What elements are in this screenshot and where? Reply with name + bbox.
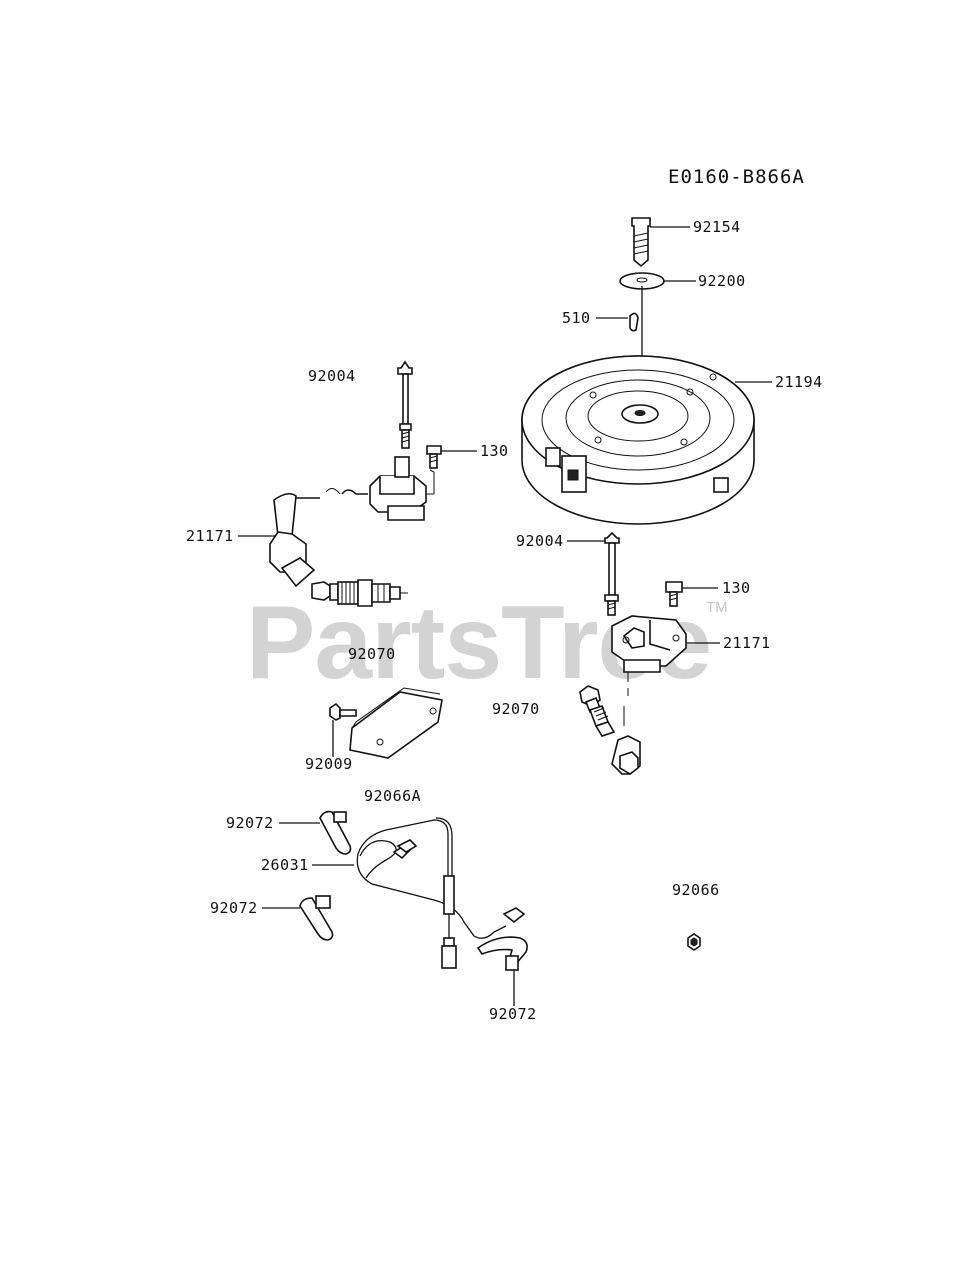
callout-130-left[interactable]: 130 (480, 442, 509, 460)
diagram-code: E0160-B866A (668, 166, 805, 188)
clamp-92072-top[interactable] (319, 810, 352, 855)
callout-92200[interactable]: 92200 (698, 272, 746, 290)
callout-21171-left[interactable]: 21171 (186, 527, 234, 545)
wiring-harness-26031[interactable] (356, 817, 526, 969)
callout-92072-bottom[interactable]: 92072 (489, 1005, 537, 1023)
stud-bolt-92004-left[interactable] (397, 360, 413, 449)
callout-130-right[interactable]: 130 (722, 579, 751, 597)
watermark-trademark: TM (706, 599, 728, 616)
bolt-130-right[interactable] (665, 581, 683, 607)
spark-plug-92070-right[interactable] (579, 685, 616, 737)
flywheel-21194[interactable] (521, 355, 755, 525)
callout-92154[interactable]: 92154 (693, 218, 741, 236)
ignition-coil-21171-left[interactable] (269, 456, 435, 588)
callout-92072-mid[interactable]: 92072 (210, 899, 258, 917)
clamp-92072-mid[interactable] (299, 895, 334, 941)
nut-92066[interactable] (687, 933, 701, 951)
callout-92009[interactable]: 92009 (305, 755, 353, 773)
callout-92072-top[interactable]: 92072 (226, 814, 274, 832)
callout-92066[interactable]: 92066 (672, 881, 720, 899)
ignition-coil-21171-right[interactable] (611, 615, 687, 775)
spark-plug-92070-left[interactable] (311, 579, 408, 607)
bolt-130-left[interactable] (426, 445, 442, 469)
callout-510[interactable]: 510 (562, 309, 591, 327)
callout-92070-left[interactable]: 92070 (348, 645, 396, 663)
callout-92070-right[interactable]: 92070 (492, 700, 540, 718)
callout-92004-left[interactable]: 92004 (308, 367, 356, 385)
callout-92004-right[interactable]: 92004 (516, 532, 564, 550)
callout-21194[interactable]: 21194 (775, 373, 823, 391)
clamp-92072-bottom[interactable] (476, 936, 528, 971)
callout-26031[interactable]: 26031 (261, 856, 309, 874)
callout-21171-right[interactable]: 21171 (723, 634, 771, 652)
callout-92066A[interactable]: 92066A (364, 787, 421, 805)
key-510[interactable] (629, 312, 639, 332)
bolt-92154[interactable] (631, 217, 651, 268)
plate-92009[interactable] (349, 687, 443, 759)
stud-bolt-92004-right[interactable] (604, 531, 620, 616)
screw-92009[interactable] (329, 702, 357, 721)
